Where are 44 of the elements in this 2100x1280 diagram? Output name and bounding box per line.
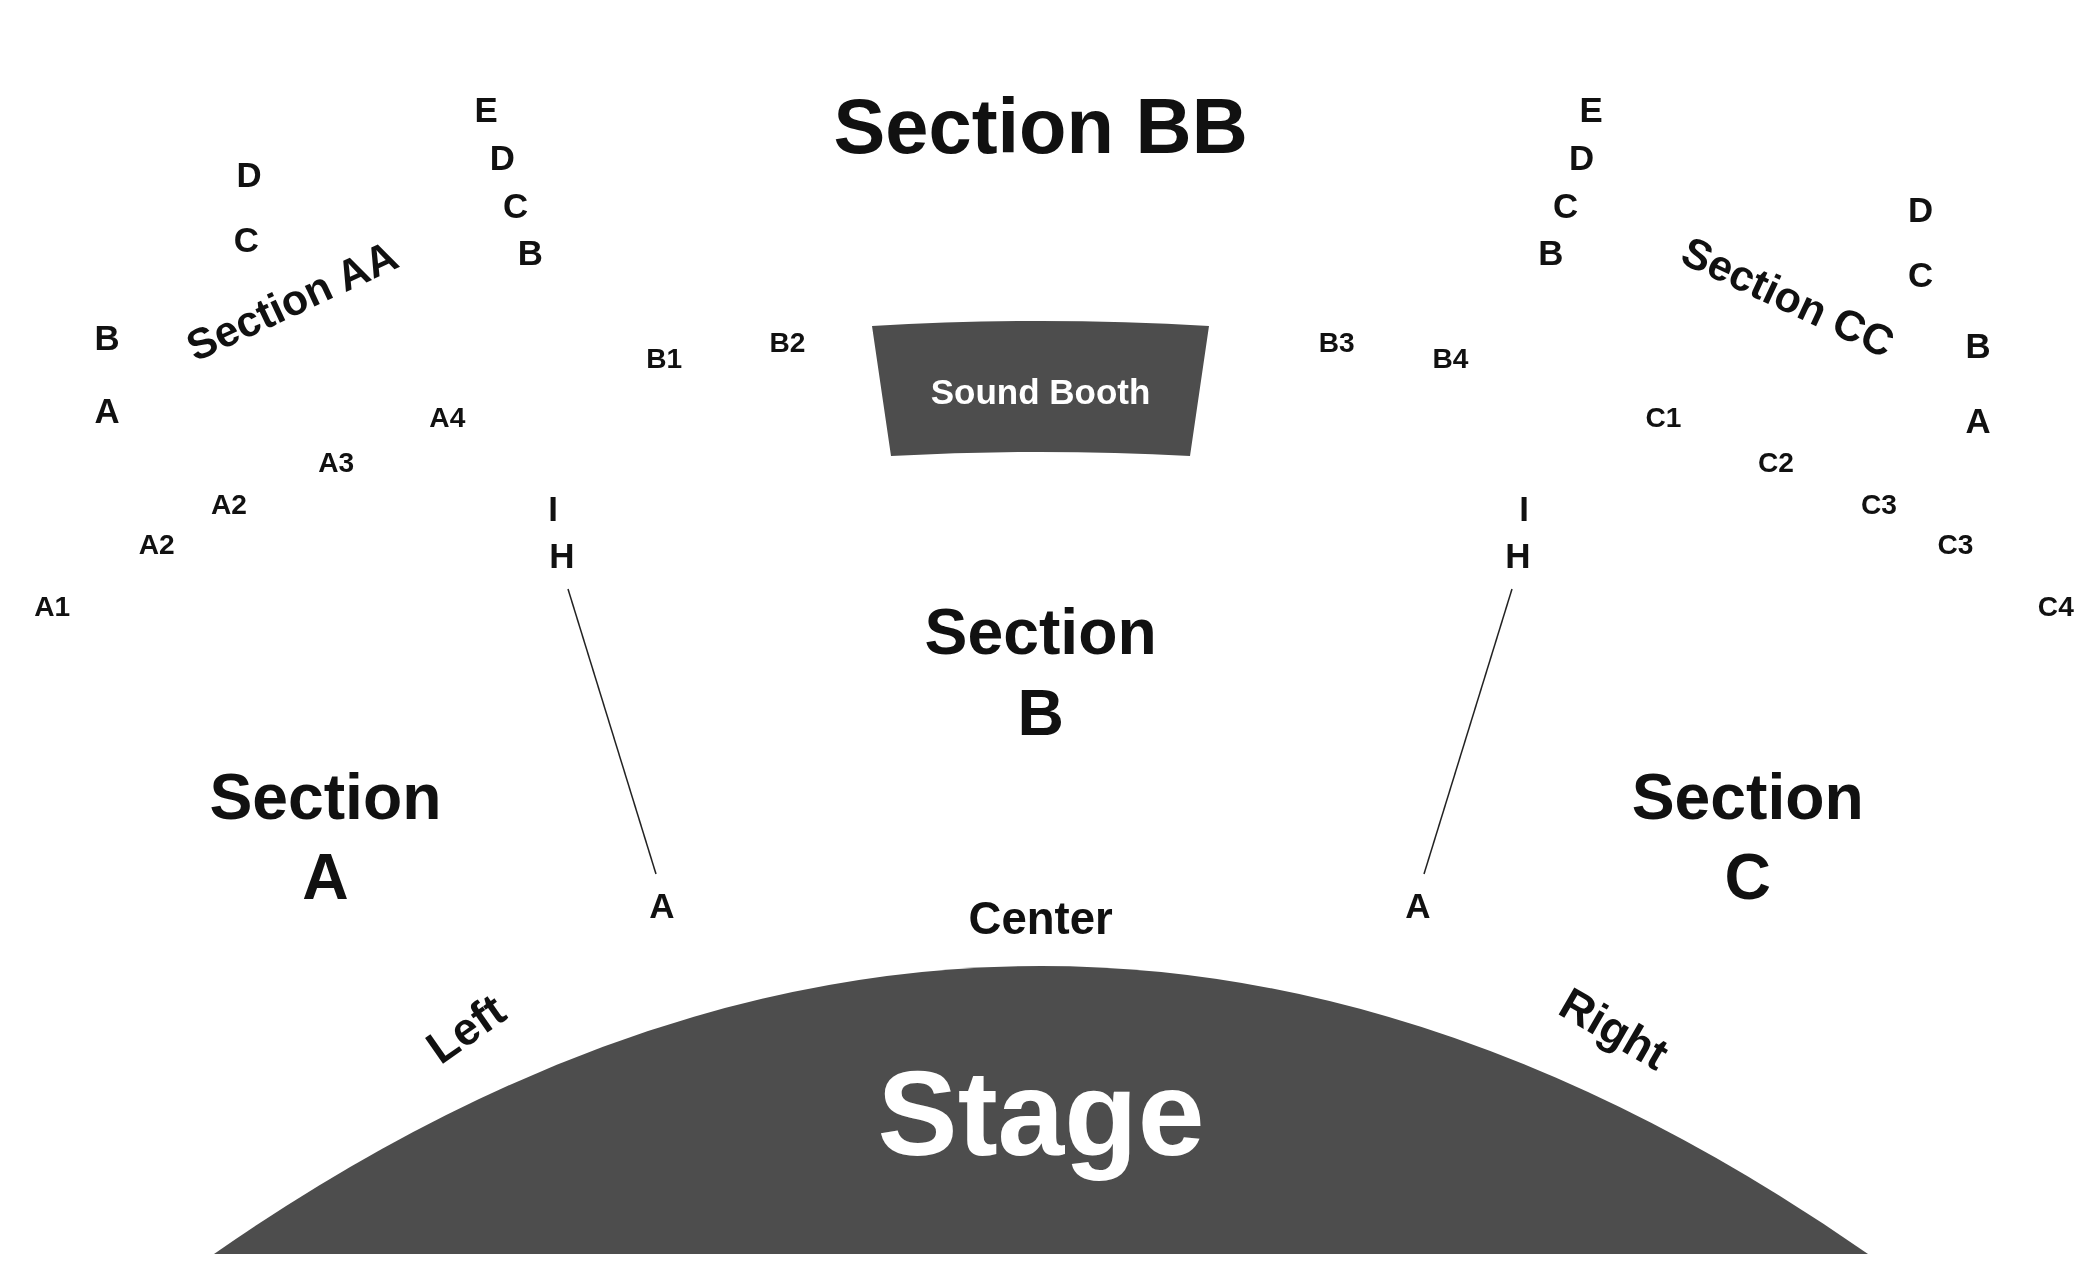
row-letter: E	[1579, 92, 1603, 128]
seat-block-label: B1	[646, 344, 683, 373]
seat-block-label: C1	[1645, 403, 1682, 432]
seat-block-label: B3	[1318, 328, 1355, 357]
seat-block-label: A2	[211, 490, 247, 519]
row-letter: A	[1965, 403, 1991, 438]
stage-position-label: Center	[968, 896, 1113, 942]
row-letter: D	[1569, 140, 1595, 176]
seat-block-label: C3	[1861, 490, 1897, 519]
seat-block-label: C2	[1757, 449, 1794, 478]
row-letter: B	[1538, 235, 1564, 271]
row-letter: A	[94, 393, 120, 429]
row-letter: D	[1907, 192, 1934, 228]
row-letter: H	[1502, 538, 1534, 574]
row-letter: E	[474, 92, 498, 128]
row-letter: A	[645, 888, 679, 924]
row-letter: A	[1401, 888, 1435, 924]
seat-block-label: A1	[34, 592, 71, 621]
section-label: Section A	[209, 759, 442, 916]
row-range-line	[567, 588, 657, 875]
seat-block-label: A3	[318, 449, 355, 478]
row-letter: H	[546, 538, 578, 574]
row-letter: C	[1553, 188, 1579, 224]
row-letter: I	[548, 491, 558, 527]
row-letter: C	[233, 222, 259, 258]
row-range-line	[1423, 588, 1513, 875]
row-letter: D	[489, 140, 515, 176]
row-letter: C	[1907, 257, 1934, 292]
seat-block-label: C4	[2037, 592, 2074, 621]
seat-block-label: B2	[769, 328, 806, 357]
section-label: Section B	[924, 594, 1157, 751]
stage-position-label: Left	[418, 986, 514, 1072]
seat-block-label: A4	[429, 403, 466, 432]
row-letter: B	[94, 320, 120, 355]
seat-block-label: A2	[138, 531, 175, 560]
row-letter: B	[517, 235, 543, 271]
seat-block-label: B4	[1432, 344, 1469, 373]
row-letter: D	[236, 158, 262, 193]
row-letter: I	[1519, 491, 1529, 527]
seat-block-label: C3	[1937, 531, 1974, 560]
row-letter: C	[503, 188, 529, 224]
section-label: Section BB	[833, 88, 1248, 167]
section-label: Section C	[1631, 759, 1864, 916]
row-letter: B	[1965, 328, 1991, 363]
